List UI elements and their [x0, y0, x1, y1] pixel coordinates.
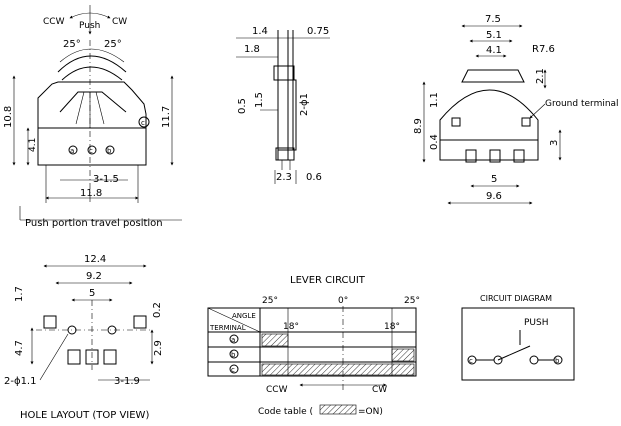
rear-knob [461, 69, 525, 83]
angle-0: 0° [338, 296, 348, 306]
side-lever [273, 65, 295, 81]
dim-2-phi1-1: 2-ϕ1.1 [4, 376, 36, 387]
ccw-bottom: CCW [266, 385, 288, 395]
dim-12-4: 12.4 [84, 254, 106, 265]
dim-9-6: 9.6 [486, 191, 502, 202]
lever-circuit: LEVER CIRCUIT 25° 0° 25° 18° 18° ANGLE T… [207, 275, 420, 417]
lever-circuit-title: LEVER CIRCUIT [290, 275, 366, 286]
row-c-label: c [231, 366, 235, 374]
dim-4-7: 4.7 [14, 340, 25, 356]
switch-body [37, 81, 147, 166]
dim-1-7: 1.7 [14, 286, 25, 302]
push-circuit-label: PUSH [524, 318, 549, 328]
code-table-prefix: Code table ( [258, 407, 313, 417]
cw-label: CW [112, 17, 127, 27]
lever-table [207, 307, 417, 377]
angle-25-left: 25° [262, 296, 278, 306]
row-b-label: b [231, 351, 236, 359]
dim-11-7: 11.7 [161, 106, 172, 128]
dim-2-9: 2.9 [153, 340, 164, 356]
pin-b-label: b [107, 147, 112, 155]
lever-knob [57, 55, 127, 73]
dim-5-hole: 5 [89, 288, 95, 299]
dim-2-1: 2.1 [535, 68, 546, 84]
row-a-label: a [231, 336, 235, 344]
side-view: 1.4 0.75 1.8 0.5 1.5 2-ϕ1 2.3 0.6 [236, 26, 330, 184]
circuit-box [461, 307, 575, 381]
code-table-swatch [319, 404, 357, 415]
row-b-cw-on [391, 348, 415, 362]
ground-pin-label: c [141, 119, 145, 127]
dim-1-1: 1.1 [429, 92, 440, 108]
header-terminal: TERMINAL [209, 324, 246, 332]
dim-3: 3 [549, 140, 560, 146]
header-angle: ANGLE [232, 312, 256, 320]
pin-c-label: c [89, 147, 93, 155]
rear-body [439, 89, 539, 161]
dim-1-4: 1.4 [252, 26, 268, 37]
dim-11-8: 11.8 [80, 188, 102, 199]
lever-knob-inner [61, 66, 123, 81]
dim-3-1-5: 3-1.5 [93, 174, 119, 185]
dim-2-3: 2.3 [276, 172, 292, 183]
angle-right-label: 25° [104, 39, 122, 50]
dim-0-2: 0.2 [152, 302, 163, 318]
pin-a-circle [68, 145, 78, 155]
pin-c-circle [87, 145, 97, 155]
dim-9-2: 9.2 [86, 271, 102, 282]
circuit-term-b: b [555, 357, 560, 365]
dim-7-5: 7.5 [485, 14, 501, 25]
dim-1-5: 1.5 [254, 92, 265, 108]
dim-4-1: 4.1 [28, 138, 38, 152]
dim-5-rear: 5 [491, 174, 497, 185]
ccw-label: CCW [43, 17, 65, 27]
dim-8-9: 8.9 [413, 118, 424, 134]
front-caption: Push portion travel position [25, 218, 163, 229]
circuit-term-c: c [469, 357, 473, 365]
angle-18-left: 18° [283, 322, 299, 332]
push-label: Push [79, 21, 100, 31]
circuit-diagram: CIRCUIT DIAGRAM PUSH c b [461, 294, 575, 381]
dim-0-5: 0.5 [237, 98, 248, 114]
terminal-pad-3 [103, 349, 117, 365]
lever-fan [59, 91, 127, 113]
pin-b-circle [105, 145, 115, 155]
circuit-diagram-title: CIRCUIT DIAGRAM [480, 294, 552, 303]
hole-layout: 12.4 9.2 5 1.7 0.2 4.7 2.9 2-ϕ1.1 3-1.9 … [4, 254, 164, 421]
code-table-suffix: =ON) [358, 407, 383, 417]
hole-layout-caption: HOLE LAYOUT (TOP VIEW) [20, 410, 149, 421]
ground-pin-circle [138, 116, 150, 128]
dim-0-6: 0.6 [306, 172, 322, 183]
terminal-pad-2 [85, 349, 99, 365]
angle-left-label: 25° [63, 39, 81, 50]
row-a-ccw-on [261, 333, 289, 347]
dim-2-phi1: 2-ϕ1 [299, 93, 310, 116]
front-view: CCW Push CW 25° 25° a c b c 10.8 11.7 4.… [3, 5, 182, 229]
dim-3-1-9: 3-1.9 [114, 376, 140, 387]
dim-4-1-rear: 4.1 [486, 45, 502, 56]
dim-0-75: 0.75 [307, 26, 329, 37]
cw-bottom: CW [372, 385, 387, 395]
angle-25-right: 25° [404, 296, 420, 306]
pin-a-label: a [70, 147, 74, 155]
side-body [277, 79, 297, 151]
terminal-pad-1 [67, 349, 81, 365]
dim-1-8: 1.8 [244, 44, 260, 55]
mount-pad-left [43, 315, 57, 329]
ground-terminal-label: Ground terminal [545, 99, 619, 109]
rear-view: 7.5 5.1 4.1 R7.6 2.1 Ground terminal 1.1… [413, 14, 619, 205]
dim-0-4: 0.4 [429, 134, 440, 150]
dim-10-8: 10.8 [3, 106, 14, 128]
row-c-on [261, 363, 415, 376]
radius-label: R7.6 [532, 44, 555, 55]
mount-pad-right [133, 315, 147, 329]
dim-5-1: 5.1 [486, 30, 502, 41]
